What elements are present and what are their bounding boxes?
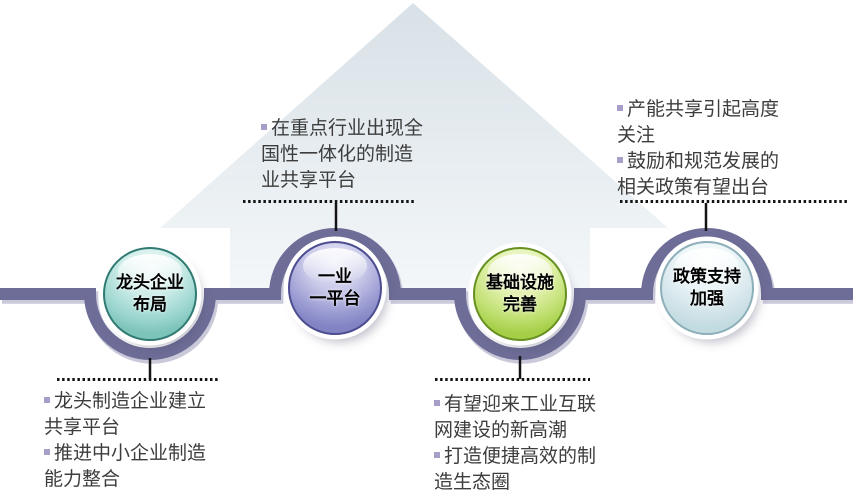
milestone-label: 一业 (318, 266, 352, 286)
annotation-item: 在重点行业出现全国性一体化的制造业共享平台 (261, 116, 428, 194)
milestone-sphere-policy-support: 政策支持 加强 (660, 241, 754, 335)
up-arrow-background (160, 3, 668, 303)
bullet-square-icon (261, 124, 267, 130)
milestone-label: 政策支持 (673, 266, 741, 286)
milestone-label: 布局 (133, 295, 167, 314)
annotation-top-right: 产能共享引起高度关注 鼓励和规范发展的相关政策有望出台 (617, 97, 789, 201)
milestone-label: 一平台 (309, 289, 361, 308)
annotation-item: 推进中小企业制造能力整合 (44, 441, 220, 493)
milestone-sphere-one-industry-one-platform: 一业 一平台 (288, 241, 382, 335)
annotation-bottom-right: 有望迎来工业互联网建设的新高潮 打造便捷高效的制造生态圈 (434, 392, 606, 496)
milestone-sphere-leading-enterprises: 龙头企业 布局 (103, 247, 197, 341)
sphere-gloss-highlight (674, 247, 740, 284)
annotation-text: 推进中小企业制造能力整合 (44, 443, 207, 490)
annotation-item: 龙头制造企业建立共享平台 (44, 389, 220, 441)
annotation-text: 有望迎来工业互联网建设的新高潮 (434, 394, 597, 441)
annotation-item: 鼓励和规范发展的相关政策有望出台 (617, 149, 789, 201)
milestone-label: 加强 (690, 289, 724, 308)
milestone-sphere-infrastructure: 基础设施 完善 (473, 247, 567, 341)
annotation-text: 龙头制造企业建立共享平台 (44, 391, 207, 438)
annotation-top-left: 在重点行业出现全国性一体化的制造业共享平台 (261, 116, 428, 194)
annotation-item: 产能共享引起高度关注 (617, 97, 789, 149)
annotation-text: 鼓励和规范发展的相关政策有望出台 (617, 151, 780, 198)
sphere-gloss-highlight (487, 253, 553, 290)
annotation-text: 在重点行业出现全国性一体化的制造业共享平台 (261, 118, 424, 191)
bullet-square-icon (44, 449, 50, 455)
annotation-item: 有望迎来工业互联网建设的新高潮 (434, 392, 606, 444)
bullet-square-icon (617, 157, 623, 163)
milestone-label: 基础设施 (486, 272, 554, 292)
bullet-square-icon (434, 400, 440, 406)
bullet-square-icon (44, 397, 50, 403)
milestone-label: 完善 (503, 295, 537, 314)
annotation-text: 打造便捷高效的制造生态圈 (434, 446, 597, 493)
timeline-bar (0, 228, 853, 360)
annotation-bottom-left: 龙头制造企业建立共享平台 推进中小企业制造能力整合 (44, 389, 220, 493)
annotation-item: 打造便捷高效的制造生态圈 (434, 444, 606, 496)
sphere-gloss-highlight (117, 253, 183, 290)
bullet-square-icon (617, 105, 623, 111)
annotation-text: 产能共享引起高度关注 (617, 99, 780, 146)
milestone-label: 龙头企业 (116, 272, 184, 292)
bullet-square-icon (434, 452, 440, 458)
sphere-gloss-highlight (302, 247, 368, 284)
